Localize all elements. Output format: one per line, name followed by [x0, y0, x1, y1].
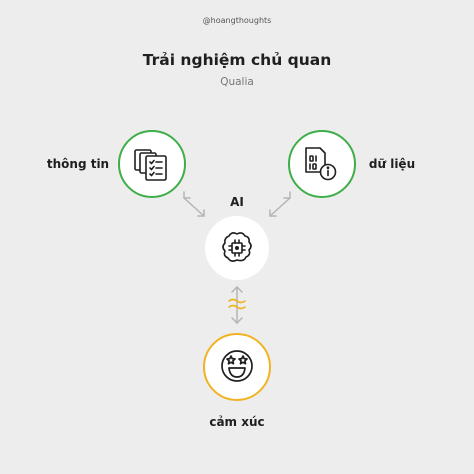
emotion-label: cảm xúc — [209, 415, 265, 429]
emotion-node — [203, 333, 271, 401]
page-subtitle: Qualia — [220, 76, 254, 88]
brain-chip-icon — [222, 232, 252, 262]
ai-node — [205, 216, 269, 280]
data-node — [288, 130, 356, 198]
ai-label: AI — [230, 195, 244, 209]
file-info-icon — [305, 147, 337, 181]
info-node — [118, 130, 186, 198]
page-title: Trải nghiệm chủ quan — [142, 51, 332, 69]
data-label: dữ liệu — [368, 157, 416, 171]
arrow-info-ai — [183, 191, 205, 217]
arrow-data-ai — [269, 191, 291, 217]
document-checklist-icon — [134, 149, 167, 181]
arrow-ai-emotion — [228, 286, 246, 324]
starry-eyed-face-icon — [221, 350, 253, 382]
author-handle: @hoangthoughts — [202, 16, 272, 25]
info-label: thông tin — [46, 157, 110, 171]
